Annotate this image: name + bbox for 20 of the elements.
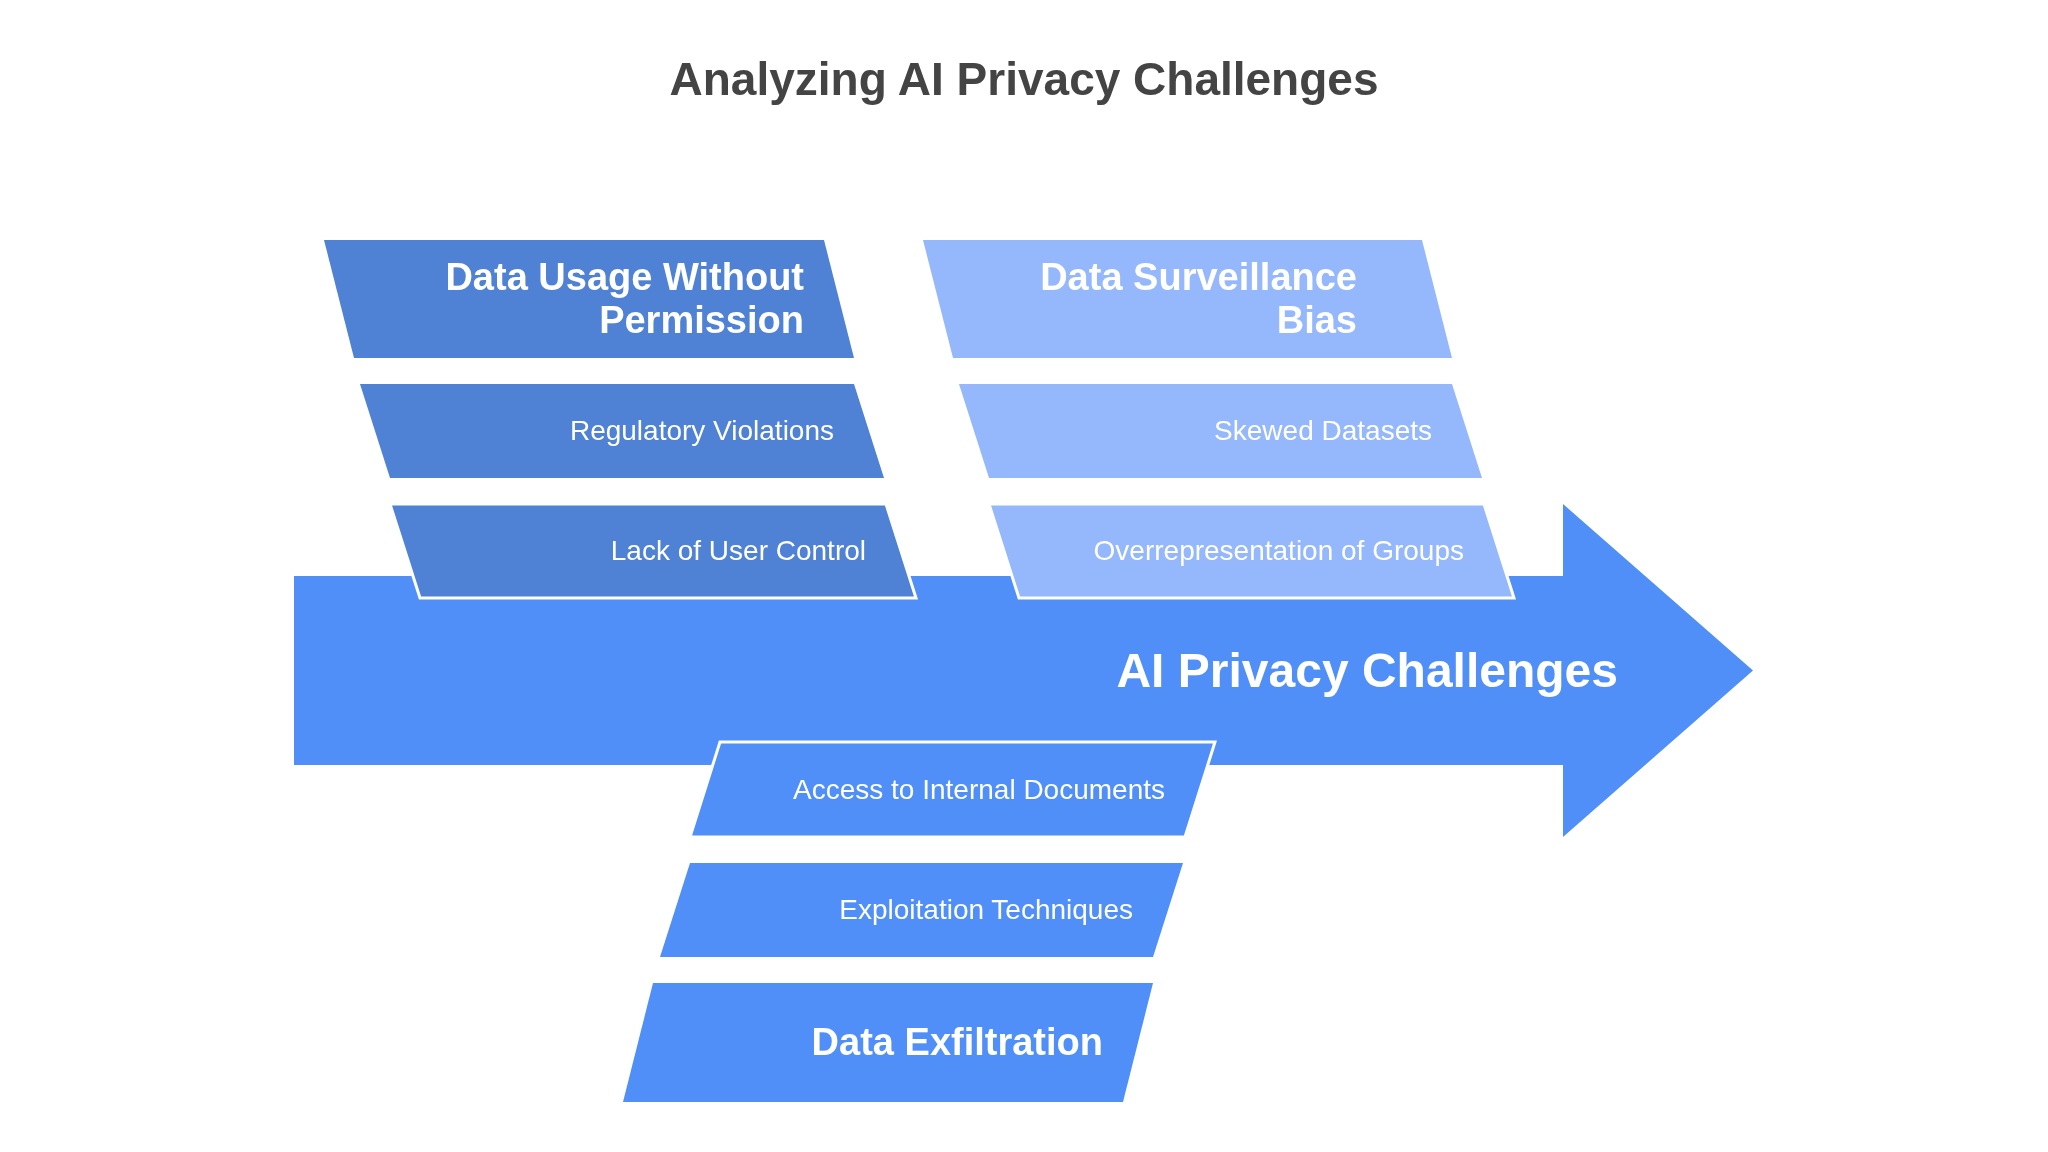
cause-label: Data Surveillance Bias: [1039, 256, 1357, 342]
cause-box: [690, 742, 1215, 837]
diagram-title: Analyzing AI Privacy Challenges: [668, 52, 1380, 106]
cause-label: Lack of User Control: [610, 535, 866, 567]
cause-label: Regulatory Violations: [569, 415, 834, 447]
cause-label: Data Usage Without Permission: [444, 256, 804, 342]
cause-label: Overrepresentation of Groups: [1093, 535, 1464, 567]
cause-box: [660, 863, 1183, 957]
cause-box: [989, 504, 1514, 598]
cause-box: [923, 240, 1452, 358]
cause-box: [623, 983, 1153, 1102]
cause-box: [360, 384, 884, 478]
cause-box: [390, 504, 916, 598]
cause-box: [324, 240, 854, 358]
cause-label: Access to Internal Documents: [793, 773, 1165, 806]
cause-label: Data Exfiltration: [811, 1021, 1103, 1064]
arrow-label: AI Privacy Challenges: [1116, 643, 1618, 698]
cause-box: [959, 384, 1482, 478]
cause-label: Exploitation Techniques: [839, 894, 1133, 926]
cause-label: Skewed Datasets: [1214, 415, 1432, 447]
